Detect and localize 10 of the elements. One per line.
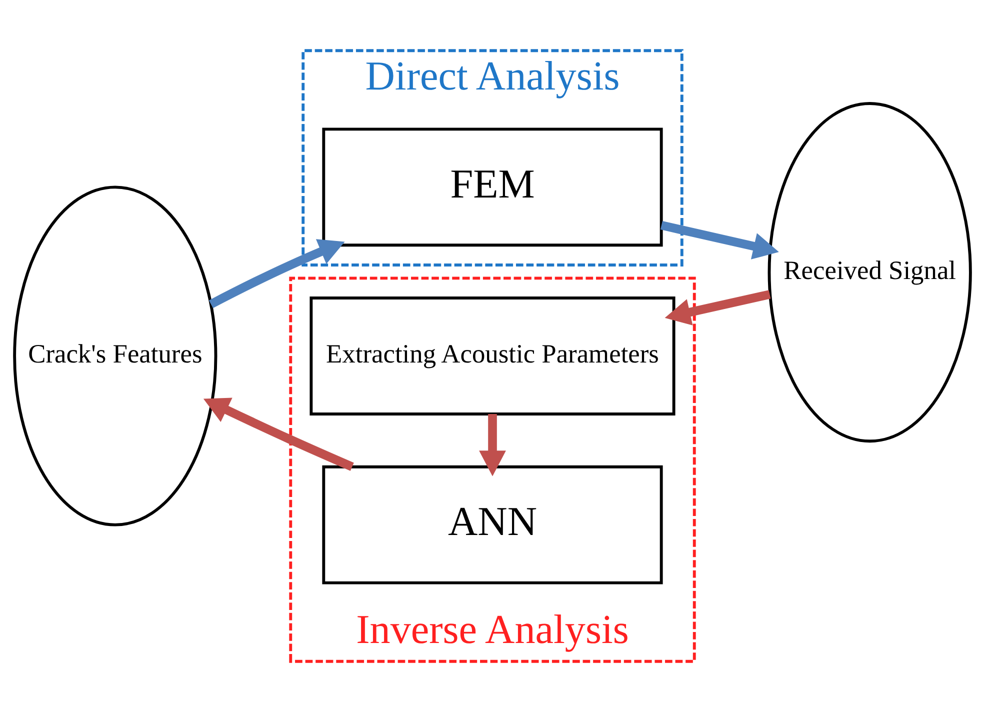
arrow [664, 290, 771, 326]
arrow [660, 220, 779, 260]
node-ellipse: Received Signal [768, 102, 972, 443]
node-ellipse: Crack's Features [13, 186, 218, 526]
arrow [479, 414, 506, 476]
node-box: FEM [322, 128, 663, 247]
node-box: Extracting Acoustic Parameters [310, 296, 676, 416]
arrow [208, 239, 345, 308]
node-box: ANN [322, 465, 663, 584]
arrow [203, 398, 354, 471]
